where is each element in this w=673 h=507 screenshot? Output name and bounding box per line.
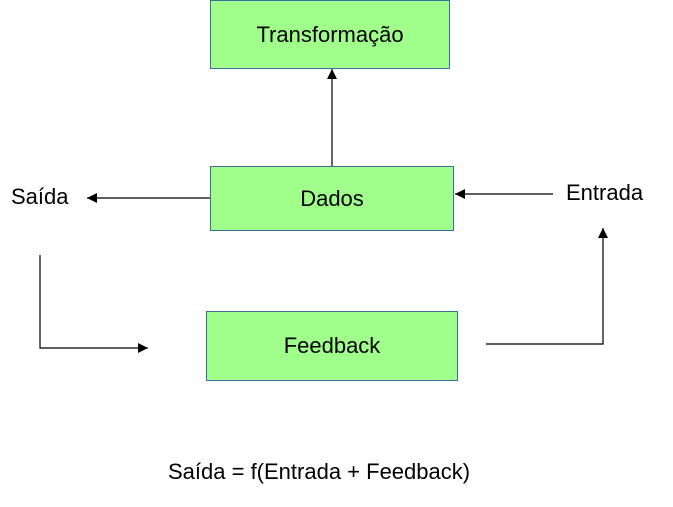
transformacao-label: Transformação	[256, 21, 404, 47]
saida-label: Saída	[11, 184, 69, 209]
dados-node: Dados	[210, 166, 454, 231]
formula-text: Saída = f(Entrada + Feedback)	[168, 459, 471, 484]
feedback-label: Feedback	[283, 333, 381, 358]
entrada-label: Entrada	[566, 180, 644, 205]
transformacao-node: Transformação	[210, 0, 450, 69]
arrow-saida-to-feedback	[39, 255, 148, 353]
arrow-feedback-to-entrada	[486, 228, 608, 345]
dados-label: Dados	[300, 185, 364, 211]
feedback-node: Feedback	[206, 311, 458, 381]
